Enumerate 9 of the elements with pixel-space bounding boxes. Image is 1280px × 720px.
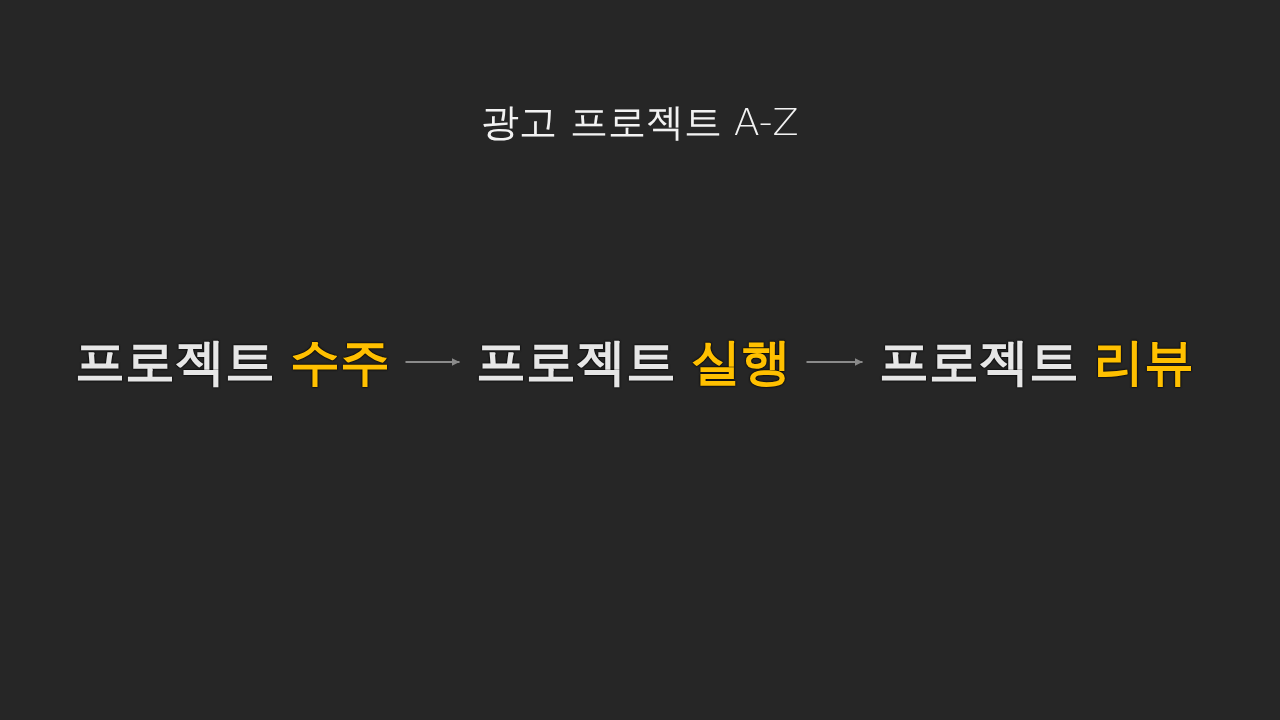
step-label: 프로젝트	[74, 333, 275, 391]
step-keyword: 리뷰	[1093, 333, 1194, 391]
step-label: 프로젝트	[475, 333, 676, 391]
step-keyword: 실행	[690, 333, 791, 391]
arrow	[404, 358, 461, 366]
step-keyword: 수주	[289, 333, 390, 391]
step-label: 프로젝트	[878, 333, 1079, 391]
diagram-title: 광고 프로젝트 A-Z	[481, 98, 799, 146]
arrow	[805, 358, 864, 366]
